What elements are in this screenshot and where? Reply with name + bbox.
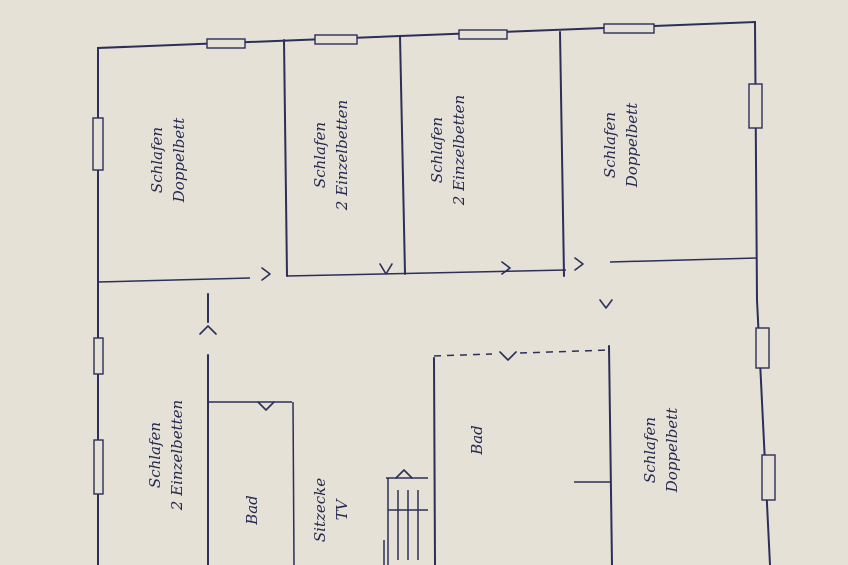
room-label-r2: Schlafen 2 Einzelbetten (311, 100, 351, 211)
room-r2-line2: 2 Einzelbetten (333, 100, 351, 211)
windows (92, 23, 776, 501)
room-label-r3: Schlafen 2 Einzelbetten (428, 95, 468, 206)
room-r1-line2: Doppelbett (170, 117, 188, 203)
room-label-r5: Schlafen 2 Einzelbetten (146, 400, 186, 511)
room-r9-line2: Doppelbett (663, 407, 681, 493)
room-r8-line1: Bad (468, 425, 486, 456)
room-r5-line1: Schlafen (146, 422, 164, 488)
room-r6-line1: Bad (243, 495, 261, 526)
room-r1-line1: Schlafen (148, 127, 166, 193)
room-r3-line2: 2 Einzelbetten (450, 95, 468, 206)
room-r9-line1: Schlafen (641, 417, 659, 483)
room-r5-line2: 2 Einzelbetten (168, 400, 186, 511)
door-arrows (199, 257, 613, 479)
room-label-r4: Schlafen Doppelbett (601, 102, 641, 188)
room-r4-line2: Doppelbett (623, 102, 641, 188)
room-label-r8: Bad (468, 425, 486, 456)
room-r3-line1: Schlafen (428, 117, 446, 183)
outer-walls (97, 20, 771, 565)
room-label-r9: Schlafen Doppelbett (641, 407, 681, 493)
interior-walls (97, 31, 758, 565)
room-r2-line1: Schlafen (311, 122, 329, 188)
room-label-r1: Schlafen Doppelbett (148, 117, 188, 203)
room-label-r6: Bad (243, 495, 261, 526)
room-r7-line2: TV (333, 497, 351, 520)
room-r7-line1: Sitzecke (311, 478, 329, 542)
room-label-r7: Sitzecke TV (311, 478, 351, 542)
room-r4-line1: Schlafen (601, 112, 619, 178)
